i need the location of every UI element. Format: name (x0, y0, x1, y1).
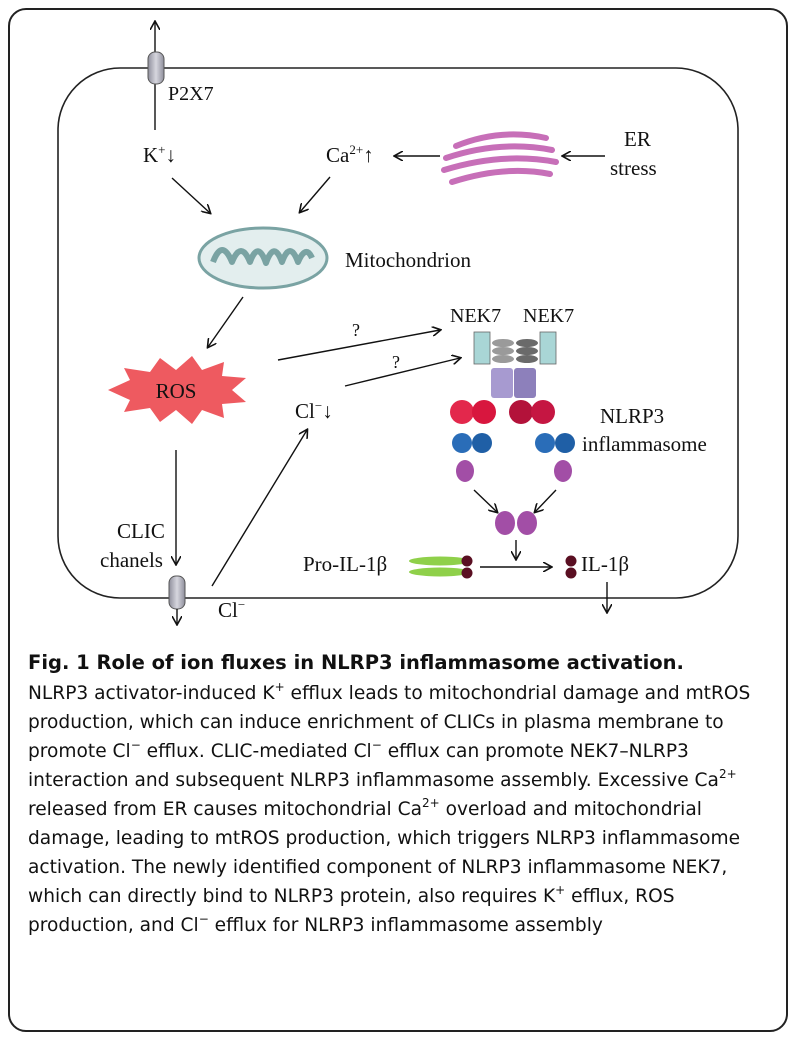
mitochondrion-label: Mitochondrion (345, 248, 471, 272)
p2x7-label: P2X7 (168, 83, 214, 105)
ion-flux-diagram: P2X7 K+↓ Ca2+↑ ER stress Mitochondrion R… (57, 0, 739, 640)
chanels-label: chanels (100, 548, 163, 572)
il1b-icon (565, 555, 577, 579)
nek7-right-label: NEK7 (523, 305, 574, 327)
figure-frame (8, 8, 788, 1032)
pro-il1b-label: Pro-IL-1β (303, 552, 387, 576)
ros-burst (108, 356, 246, 424)
clic-channel (168, 575, 186, 610)
il1b-label: IL-1β (581, 552, 629, 576)
pro-il1b-icon (409, 555, 473, 579)
clic-to-cl-arrow (211, 430, 307, 587)
active-caspase1 (495, 511, 537, 535)
nlrp3-label: NLRP3 (600, 404, 664, 428)
left-casp-arrow (473, 489, 497, 512)
p2x7-channel (147, 51, 165, 85)
ca-to-mito-arrow (300, 176, 331, 212)
clic-label: CLIC (117, 519, 165, 543)
ros-label: ROS (156, 379, 197, 403)
figure-caption: Fig. 1 Role of ion fluxes in NLRP3 infla… (28, 648, 780, 940)
right-casp-arrow (535, 489, 557, 512)
ca-label: Ca2+↑ (326, 142, 374, 167)
question-mark-2: ? (392, 352, 400, 372)
k-label: K+↓ (143, 142, 176, 167)
cl-to-nek7-arrow (344, 358, 460, 387)
er-label: ER (624, 127, 651, 151)
nlrp3-complex (450, 331, 575, 482)
question-mark-1: ? (352, 320, 360, 340)
cl-bottom-label: Cl− (218, 597, 245, 622)
stress-label: stress (610, 156, 657, 180)
er-icon (441, 131, 559, 185)
k-to-mito-arrow (171, 177, 210, 213)
inflammasome-label: inflammasome (582, 432, 707, 456)
mito-to-ros-arrow (208, 296, 244, 347)
caption-title: Fig. 1 Role of ion fluxes in NLRP3 infla… (28, 651, 684, 674)
caption-text: NLRP3 activator-induced K+ efflux leads … (28, 679, 751, 936)
cl-mid-label: Cl−↓ (295, 398, 333, 423)
cell-membrane (57, 67, 739, 599)
ros-to-nek7-arrow (277, 330, 440, 361)
mitochondrion-icon (197, 226, 329, 290)
nek7-left-label: NEK7 (450, 305, 501, 327)
